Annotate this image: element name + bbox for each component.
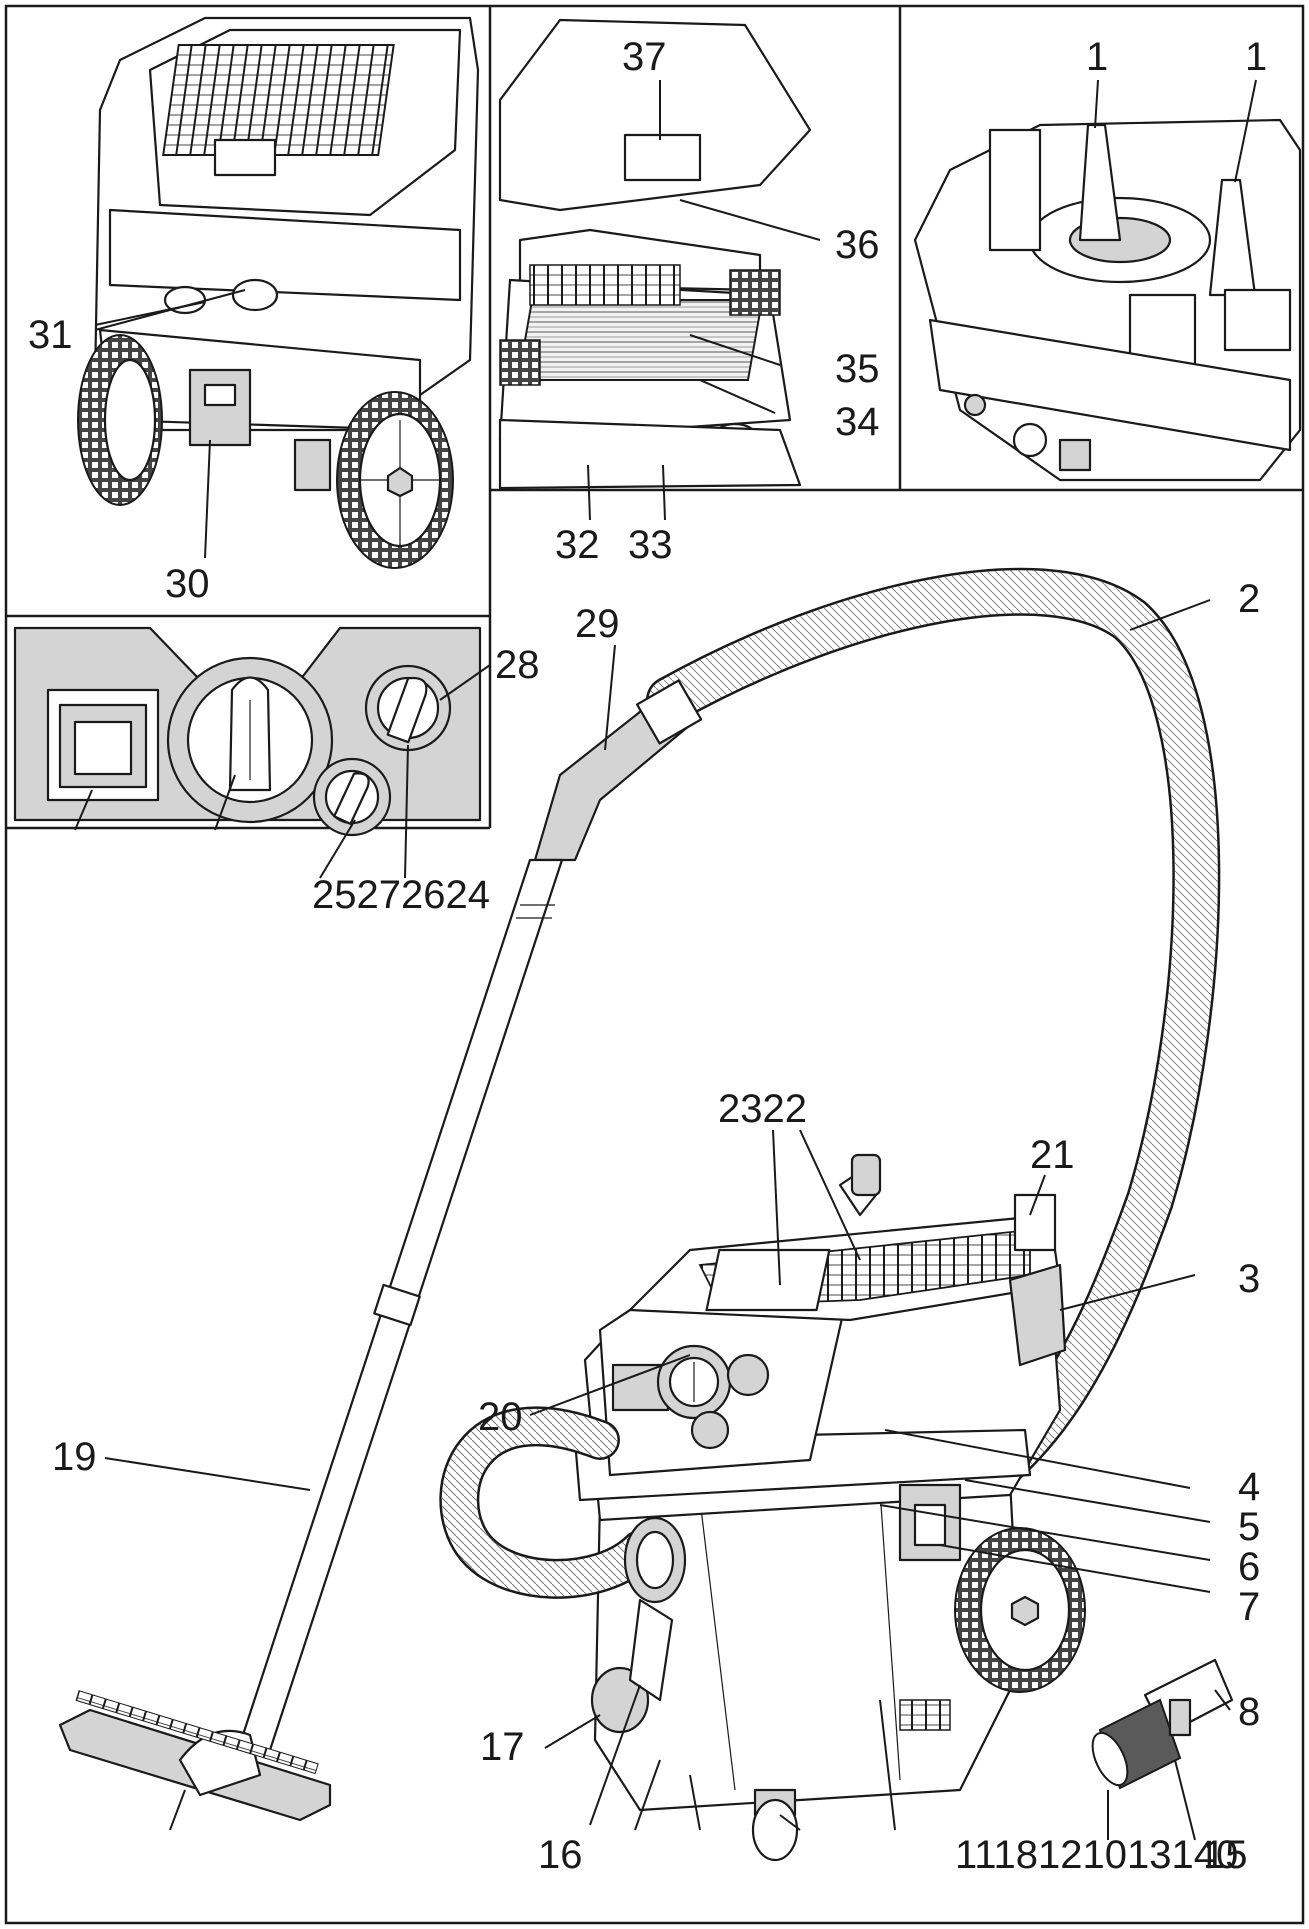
callout-6: 6 [1238,1545,1260,1589]
callout-36: 36 [835,223,880,267]
callout-25272624: 25272624 [312,873,490,917]
callout-7: 7 [1238,1585,1260,1629]
callout-17: 17 [480,1725,525,1769]
panel-frames [4,4,1305,1925]
side-latch [1008,1263,1067,1367]
callout-numbers: 1 1 2 3 4 5 6 7 8 16 17 19 20 21 2322 28… [28,35,1267,1877]
callout-35: 35 [835,347,880,391]
callout-16: 16 [538,1833,583,1877]
filter-cartridge [516,299,764,381]
callout-bottom-row: 1118121013140 [955,1833,1238,1877]
callout-28: 28 [495,643,540,687]
rear-wheel-left [77,334,163,506]
rear-latch [188,368,252,447]
callout-3: 3 [1238,1257,1260,1301]
callout-32: 32 [555,523,600,567]
callout-33: 33 [628,523,673,567]
callout-21: 21 [1030,1133,1075,1177]
callout-37: 37 [622,35,667,79]
outer-frame [4,4,1305,1925]
hose-adapter [1091,1658,1234,1790]
top-handle-knob [850,1153,882,1197]
inlet-cap [590,1666,650,1734]
callout-19: 19 [52,1435,97,1479]
rear-view-panel [77,16,480,569]
callout-4: 4 [1238,1465,1260,1509]
control-panel-closeup [13,626,482,837]
callout-15: 15 [1203,1833,1248,1877]
rear-wheel-right [336,391,454,569]
callout-31: 31 [28,313,73,357]
callout-5: 5 [1238,1505,1260,1549]
callout-29: 29 [575,602,620,646]
callout-8: 8 [1238,1690,1260,1734]
callout-20: 20 [478,1395,523,1439]
callout-34: 34 [835,400,880,444]
callout-1-right: 1 [1245,35,1267,79]
filter-compartment-panel [498,18,812,490]
main-vacuum-assembly [58,567,1234,1862]
callout-30: 30 [165,562,210,606]
callout-2322: 2322 [718,1087,807,1131]
lid-cone-left [1078,123,1122,242]
plug-socket-b [231,278,279,312]
callout-2: 2 [1238,577,1260,621]
front-caster [751,1788,799,1862]
main-rear-wheel [954,1527,1086,1693]
callout-1-left: 1 [1086,35,1108,79]
lid-underside-panel [913,118,1302,482]
leader-lines [74,79,1257,1841]
